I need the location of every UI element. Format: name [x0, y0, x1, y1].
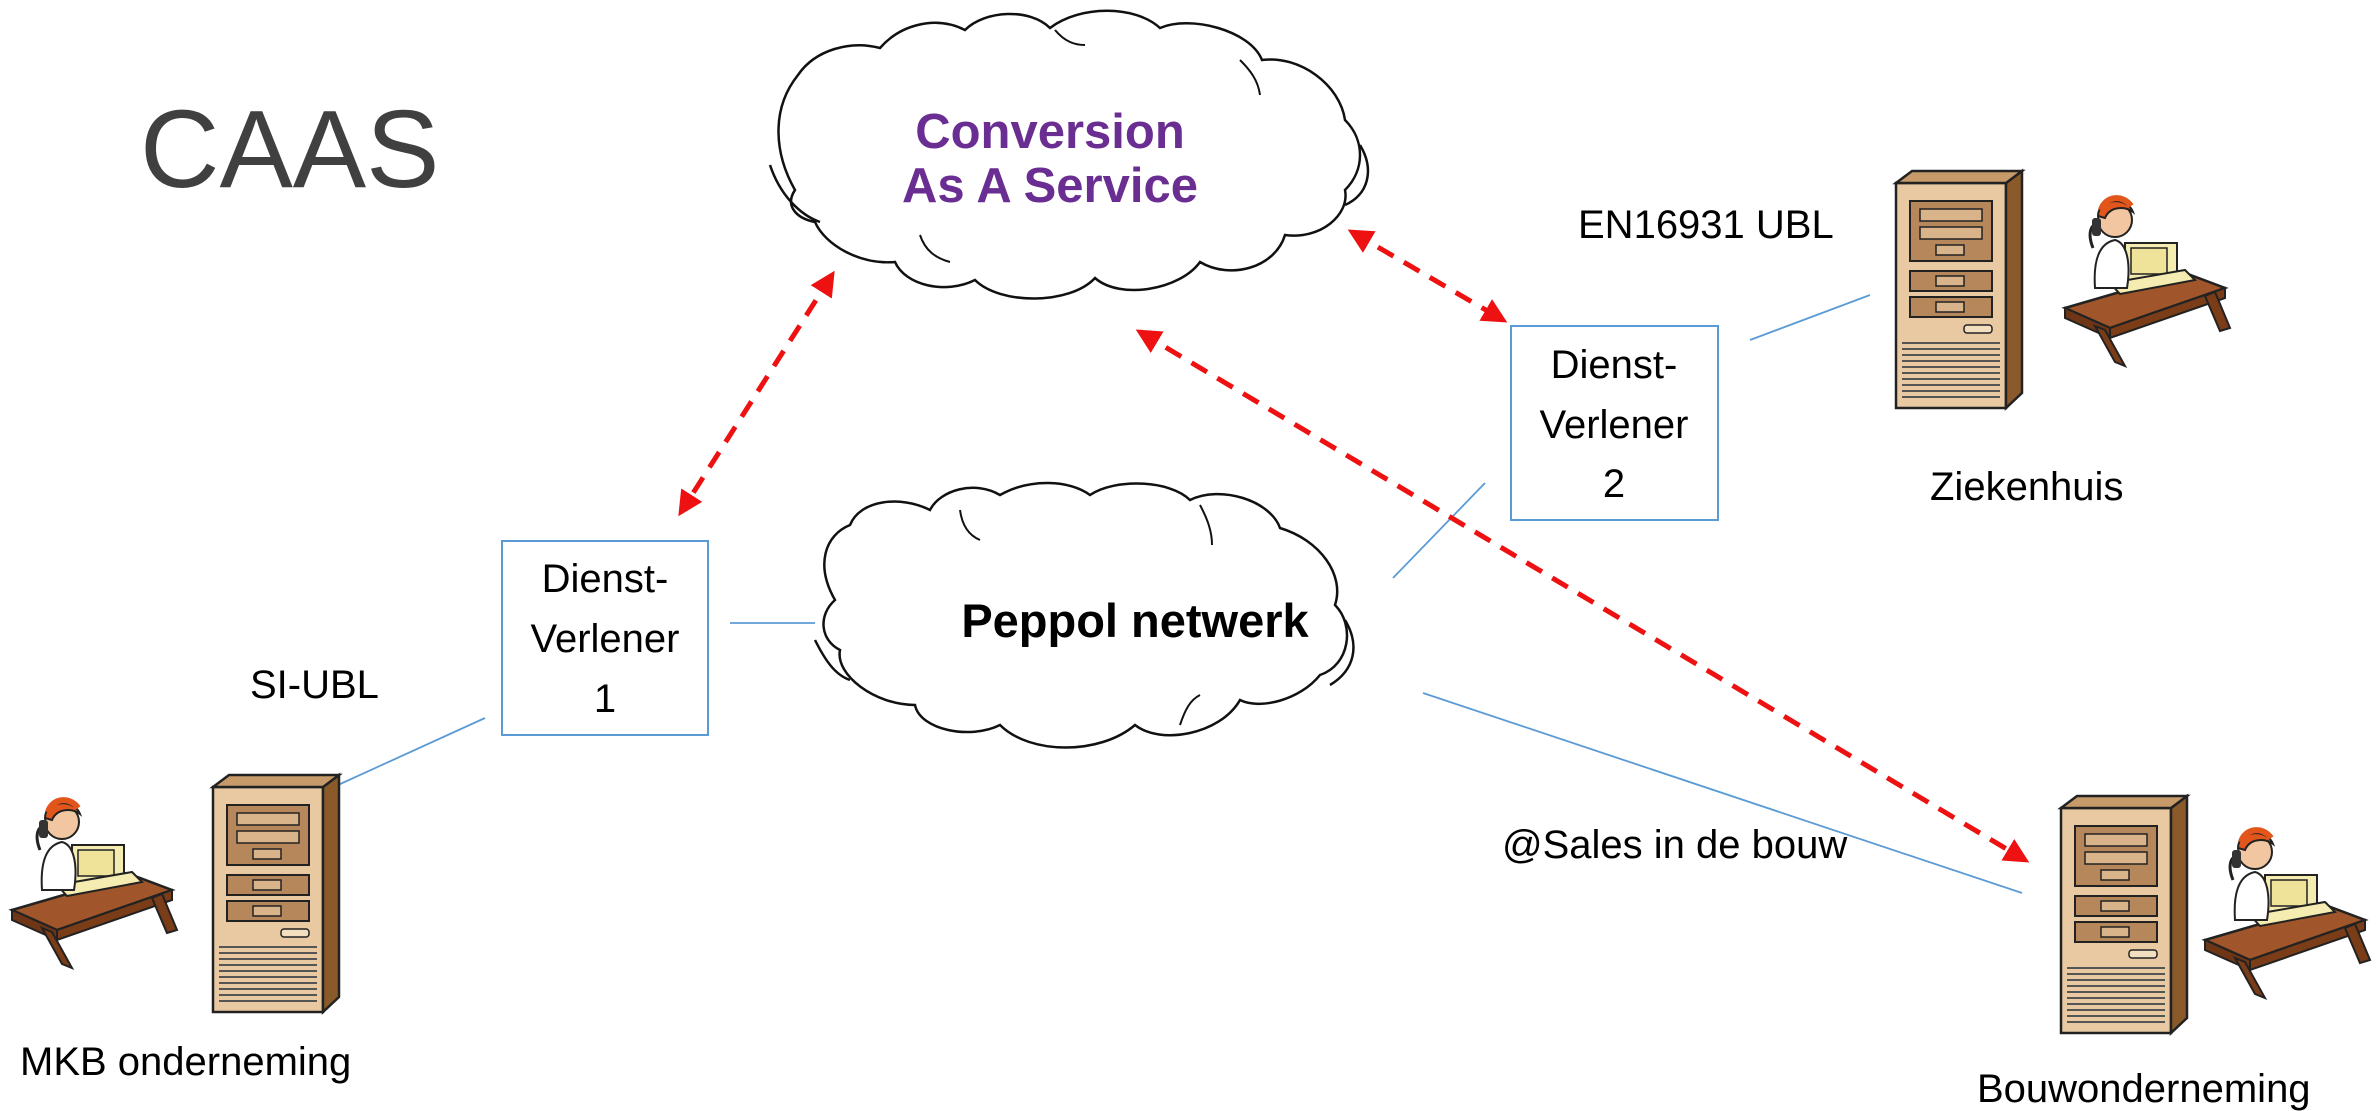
- server-tower-icon: [2059, 794, 2189, 1035]
- caas-cloud-title-line1: Conversion: [915, 105, 1185, 159]
- caas-cloud-title-line2: As A Service: [902, 159, 1198, 213]
- provider-box-1: Dienst- Verlener 1: [501, 540, 709, 736]
- peppol-cloud-label: Peppol netwerk: [961, 594, 1309, 647]
- office-worker-icon: [2065, 198, 2230, 366]
- format-label-sales-bouw: @Sales in de bouw: [1502, 823, 1847, 867]
- connector-dv2-ziekenhuis: [1749, 294, 1871, 341]
- provider-box-2: Dienst- Verlener 2: [1510, 325, 1719, 521]
- arrow-caas-dv1: [678, 270, 835, 517]
- server-tower-icon: [1894, 169, 2024, 410]
- arrow-caas-dv2: [1347, 229, 1508, 323]
- party-label-ziekenhuis: Ziekenhuis: [1930, 465, 2123, 509]
- connector-mkb-dv1: [337, 717, 486, 786]
- caas-cloud: Conversion As A Service: [768, 9, 1370, 300]
- party-label-mkb: MKB onderneming: [20, 1040, 351, 1084]
- provider-1-line2: Verlener: [531, 617, 680, 661]
- office-worker-icon: [2205, 830, 2370, 998]
- page-title: CAAS: [140, 88, 440, 211]
- connector-peppol-dv2: [1392, 482, 1486, 579]
- office-worker-icon: [12, 800, 177, 968]
- party-label-bouw: Bouwonderneming: [1977, 1067, 2311, 1111]
- format-label-en16931: EN16931 UBL: [1578, 203, 1834, 247]
- caas-arrows: [678, 229, 2030, 863]
- format-label-si-ubl: SI-UBL: [250, 663, 379, 707]
- provider-2-line3: 2: [1603, 462, 1625, 506]
- peppol-cloud: Peppol netwerk: [813, 481, 1355, 749]
- provider-2-line1: Dienst-: [1551, 343, 1678, 387]
- provider-1-line1: Dienst-: [542, 557, 669, 601]
- provider-1-line3: 1: [594, 677, 616, 721]
- arrow-caas-bouw: [1135, 329, 2030, 863]
- server-tower-icon: [211, 773, 341, 1014]
- provider-2-line2: Verlener: [1540, 403, 1689, 447]
